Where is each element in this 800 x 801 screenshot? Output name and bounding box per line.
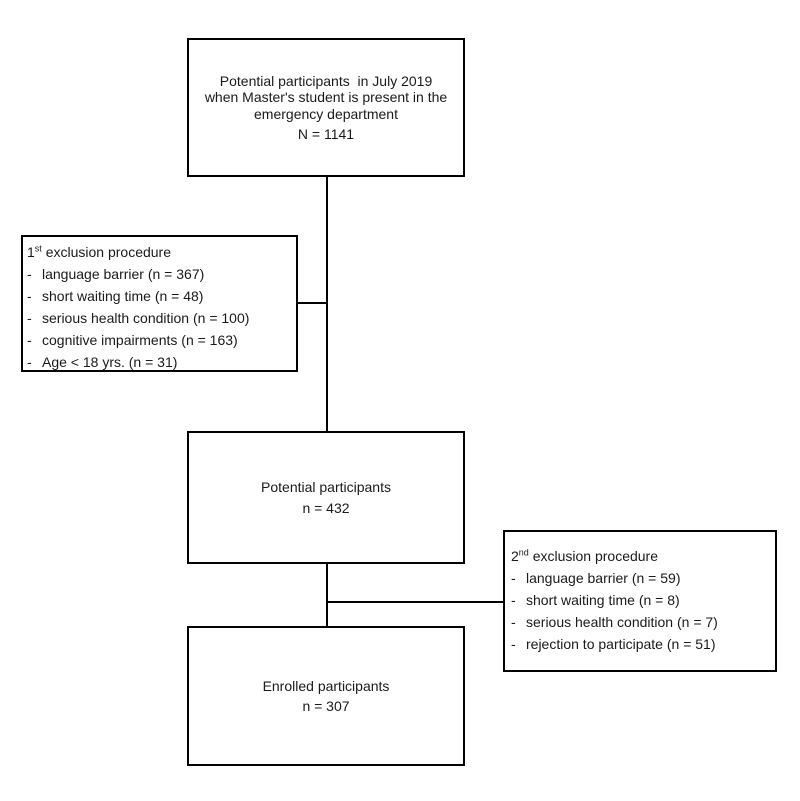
exclusion1-item-text: language barrier (n = 367) (42, 266, 205, 282)
connector-exclusion1-branch (298, 302, 327, 304)
bullet-dash: - (511, 570, 516, 586)
exclusion1-title-ordinal: st (34, 243, 42, 254)
bullet-dash: - (511, 636, 516, 652)
exclusion1-title: 1st exclusion procedure (27, 241, 290, 263)
initial-box-count: N = 1141 (297, 126, 355, 142)
exclusion1-item-text: cognitive impairments (n = 163) (42, 332, 238, 348)
exclusion1-item: -language barrier (n = 367) (27, 263, 290, 285)
exclusion2-title-ordinal: nd (518, 547, 529, 558)
connector-exclusion2-branch (327, 601, 503, 603)
exclusion1-item: -serious health condition (n = 100) (27, 307, 290, 329)
exclusion2-title-text: exclusion procedure (528, 548, 658, 564)
exclusion1-item-text: Age < 18 yrs. (n = 31) (42, 354, 178, 370)
exclusion2-title: 2nd exclusion procedure (511, 545, 769, 567)
exclusion2-item: -language barrier (n = 59) (511, 567, 769, 589)
bullet-dash: - (511, 592, 516, 608)
exclusion2-item: -serious health condition (n = 7) (511, 611, 769, 633)
exclusion2-item: -rejection to participate (n = 51) (511, 633, 769, 655)
flow-box-enrolled-participants: Enrolled participants n = 307 (187, 626, 465, 766)
exclusion2-item-text: language barrier (n = 59) (526, 570, 681, 586)
bullet-dash: - (27, 266, 32, 282)
connector-initial-to-potential (326, 177, 328, 431)
potential-box-count: n = 432 (302, 499, 350, 516)
bullet-dash: - (27, 310, 32, 326)
flow-box-exclusion-1: 1st exclusion procedure -language barrie… (21, 235, 298, 372)
exclusion2-title-number: 2 (511, 548, 519, 564)
enrolled-box-line1: Enrolled participants (262, 677, 390, 694)
potential-box-line1: Potential participants (261, 479, 391, 495)
enrolled-box-count: n = 307 (302, 698, 350, 714)
exclusion1-item: -Age < 18 yrs. (n = 31) (27, 351, 290, 373)
bullet-dash: - (27, 332, 32, 348)
connector-potential-to-enrolled (326, 564, 328, 626)
exclusion1-item-text: serious health condition (n = 100) (42, 310, 250, 326)
bullet-dash: - (27, 354, 32, 370)
bullet-dash: - (27, 288, 32, 304)
flow-box-potential-participants: Potential participants n = 432 (187, 431, 465, 564)
exclusion1-item: -cognitive impairments (n = 163) (27, 329, 290, 351)
exclusion2-item-text: rejection to participate (n = 51) (526, 636, 716, 652)
initial-box-line3: emergency department (254, 105, 398, 122)
exclusion2-item-text: serious health condition (n = 7) (526, 614, 718, 630)
initial-box-line2: when Master's student is present in the (204, 89, 448, 105)
exclusion1-item-text: short waiting time (n = 48) (42, 288, 204, 304)
flow-box-exclusion-2: 2nd exclusion procedure -language barrie… (503, 530, 777, 672)
exclusion1-title-text: exclusion procedure (41, 244, 171, 260)
bullet-dash: - (511, 614, 516, 630)
exclusion1-item: -short waiting time (n = 48) (27, 285, 290, 307)
exclusion2-item: -short waiting time (n = 8) (511, 589, 769, 611)
exclusion2-item-text: short waiting time (n = 8) (526, 592, 680, 608)
exclusion1-title-number: 1 (27, 244, 35, 260)
initial-box-line1: Potential participants in July 2019 (219, 72, 433, 89)
flow-box-initial-participants: Potential participants in July 2019 when… (187, 38, 465, 177)
